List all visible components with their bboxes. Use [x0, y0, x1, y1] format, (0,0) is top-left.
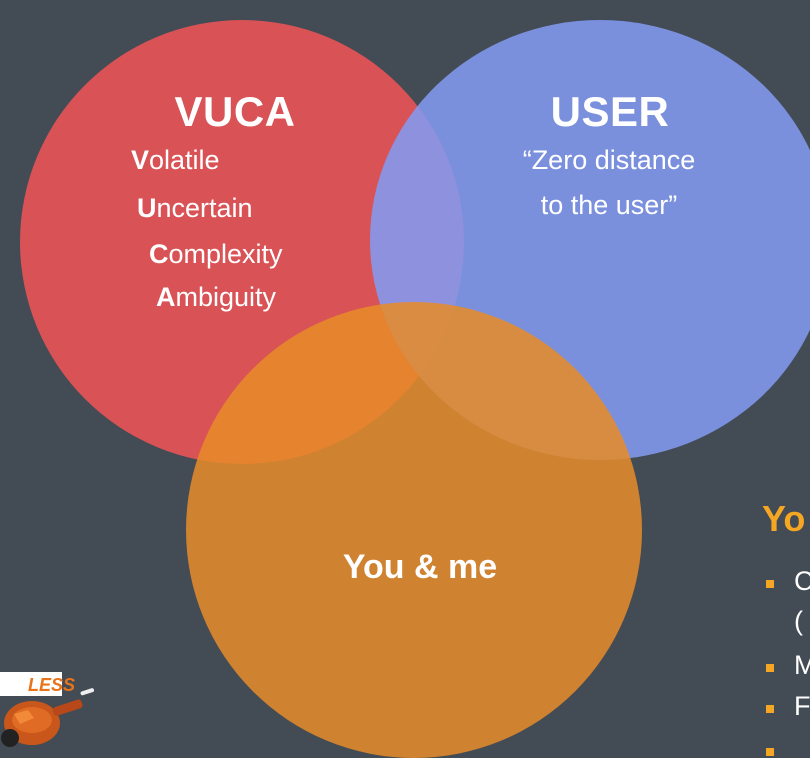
- you-me-title: You & me: [342, 548, 498, 586]
- logo-banner: [0, 672, 62, 696]
- bullet-text-3: F: [794, 691, 810, 721]
- vuca-title: VUCA: [174, 88, 296, 135]
- vuca-line-uncertain: Uncertain: [137, 193, 253, 223]
- user-title: USER: [550, 88, 670, 135]
- bullet-text-1-continued: (: [794, 606, 803, 636]
- bullet-marker: [766, 748, 774, 756]
- bullet-marker: [766, 664, 774, 672]
- vuca-line-complexity: Complexity: [149, 239, 283, 269]
- logo: LESS: [0, 672, 95, 747]
- vuca-line-volatile: Volatile: [131, 145, 220, 175]
- user-quote-line-2: to the user”: [540, 190, 678, 220]
- user-quote-line-1: “Zero distance: [522, 145, 696, 175]
- bullet-text-2: M: [794, 650, 810, 680]
- angle-grinder-icon: [1, 688, 95, 747]
- logo-text: LESS: [28, 675, 75, 695]
- bullet-marker: [766, 580, 774, 588]
- vuca-line-ambiguity: Ambiguity: [156, 282, 277, 312]
- bullet-text-1: C: [794, 566, 810, 596]
- you-me-circle: [186, 302, 642, 758]
- side-panel-title: Yo: [762, 498, 806, 539]
- bullet-marker: [766, 705, 774, 713]
